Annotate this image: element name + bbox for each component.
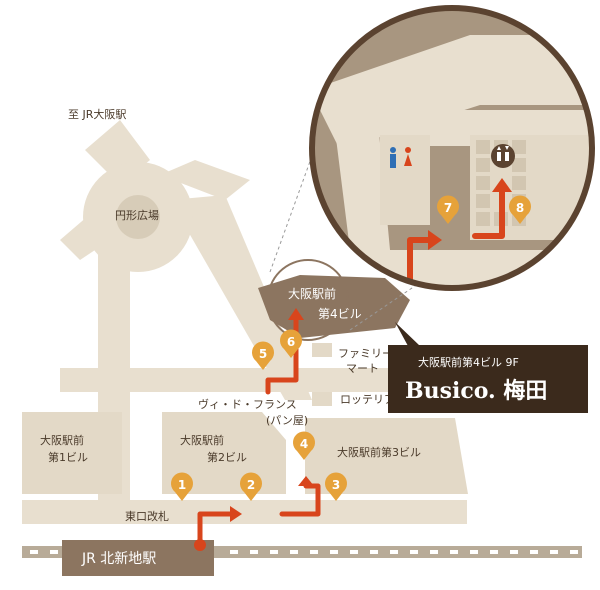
station-box — [62, 540, 214, 576]
label-building-1-line1: 大阪駅前 — [40, 433, 84, 447]
callout-floor: 大阪駅前第4ビル 9F — [418, 355, 519, 369]
route-arrowhead-3 — [288, 308, 304, 320]
building-3 — [305, 418, 468, 494]
pin-1-number: 1 — [178, 478, 186, 492]
label-building-2-line1: 大阪駅前 — [180, 433, 224, 447]
label-building-1-line2: 第1ビル — [48, 450, 88, 464]
label-lotteria: ロッテリア — [340, 393, 395, 406]
railway-ties — [30, 550, 578, 554]
lotteria-shop — [312, 392, 332, 406]
label-familymart-line2: マート — [346, 362, 379, 375]
pin-7-number: 7 — [444, 201, 452, 215]
label-vie-de-france-line2: (パン屋) — [266, 414, 308, 427]
pin-7: 7 — [437, 195, 459, 224]
start-dot — [194, 539, 206, 551]
route-arrowhead-1 — [230, 506, 242, 522]
building-1 — [22, 412, 122, 494]
label-vie-de-france-line1: ヴィ・ド・フランス — [198, 397, 297, 411]
pin-1: 1 — [171, 472, 193, 501]
pin-8-number: 8 — [516, 201, 524, 215]
label-building-4-line2: 第4ビル — [318, 307, 362, 321]
restroom-room — [380, 135, 430, 225]
label-building-3: 大阪駅前第3ビル — [337, 445, 421, 459]
zoom-detail: 7 8 — [312, 8, 592, 288]
familymart-shop — [312, 343, 332, 357]
label-building-4-line1: 大阪駅前 — [288, 286, 336, 301]
label-station: JR 北新地駅 — [81, 551, 156, 567]
label-familymart-line1: ファミリー — [338, 347, 393, 360]
label-east-gate: 東口改札 — [125, 509, 169, 523]
pin-4-number: 4 — [300, 437, 308, 451]
zoom-source-circle — [267, 259, 349, 341]
pin-2-number: 2 — [247, 478, 255, 492]
pin-5-number: 5 — [259, 347, 267, 361]
pin-6-number: 6 — [287, 335, 295, 349]
elevator-icon — [491, 144, 515, 168]
restroom-icon — [390, 147, 412, 168]
pin-8: 8 — [509, 195, 531, 224]
pin-2: 2 — [240, 472, 262, 501]
destination-callout: 大阪駅前第4ビル 9F Busico. 梅田 — [388, 322, 588, 413]
label-jr-osaka: 至 JR大阪駅 — [68, 107, 126, 121]
callout-shop-name: Busico. 梅田 — [405, 378, 547, 404]
plaza-center — [116, 195, 160, 239]
label-plaza: 円形広場 — [115, 209, 159, 222]
pin-5: 5 — [252, 341, 274, 370]
pin-3-number: 3 — [332, 478, 340, 492]
pin-4: 4 — [293, 431, 315, 460]
pin-3: 3 — [325, 472, 347, 501]
route-arrowhead-2 — [298, 476, 314, 486]
roads — [22, 120, 467, 524]
pin-6: 6 — [280, 329, 302, 358]
label-building-2-line2: 第2ビル — [207, 450, 247, 464]
zoom-detail-border — [309, 5, 595, 291]
